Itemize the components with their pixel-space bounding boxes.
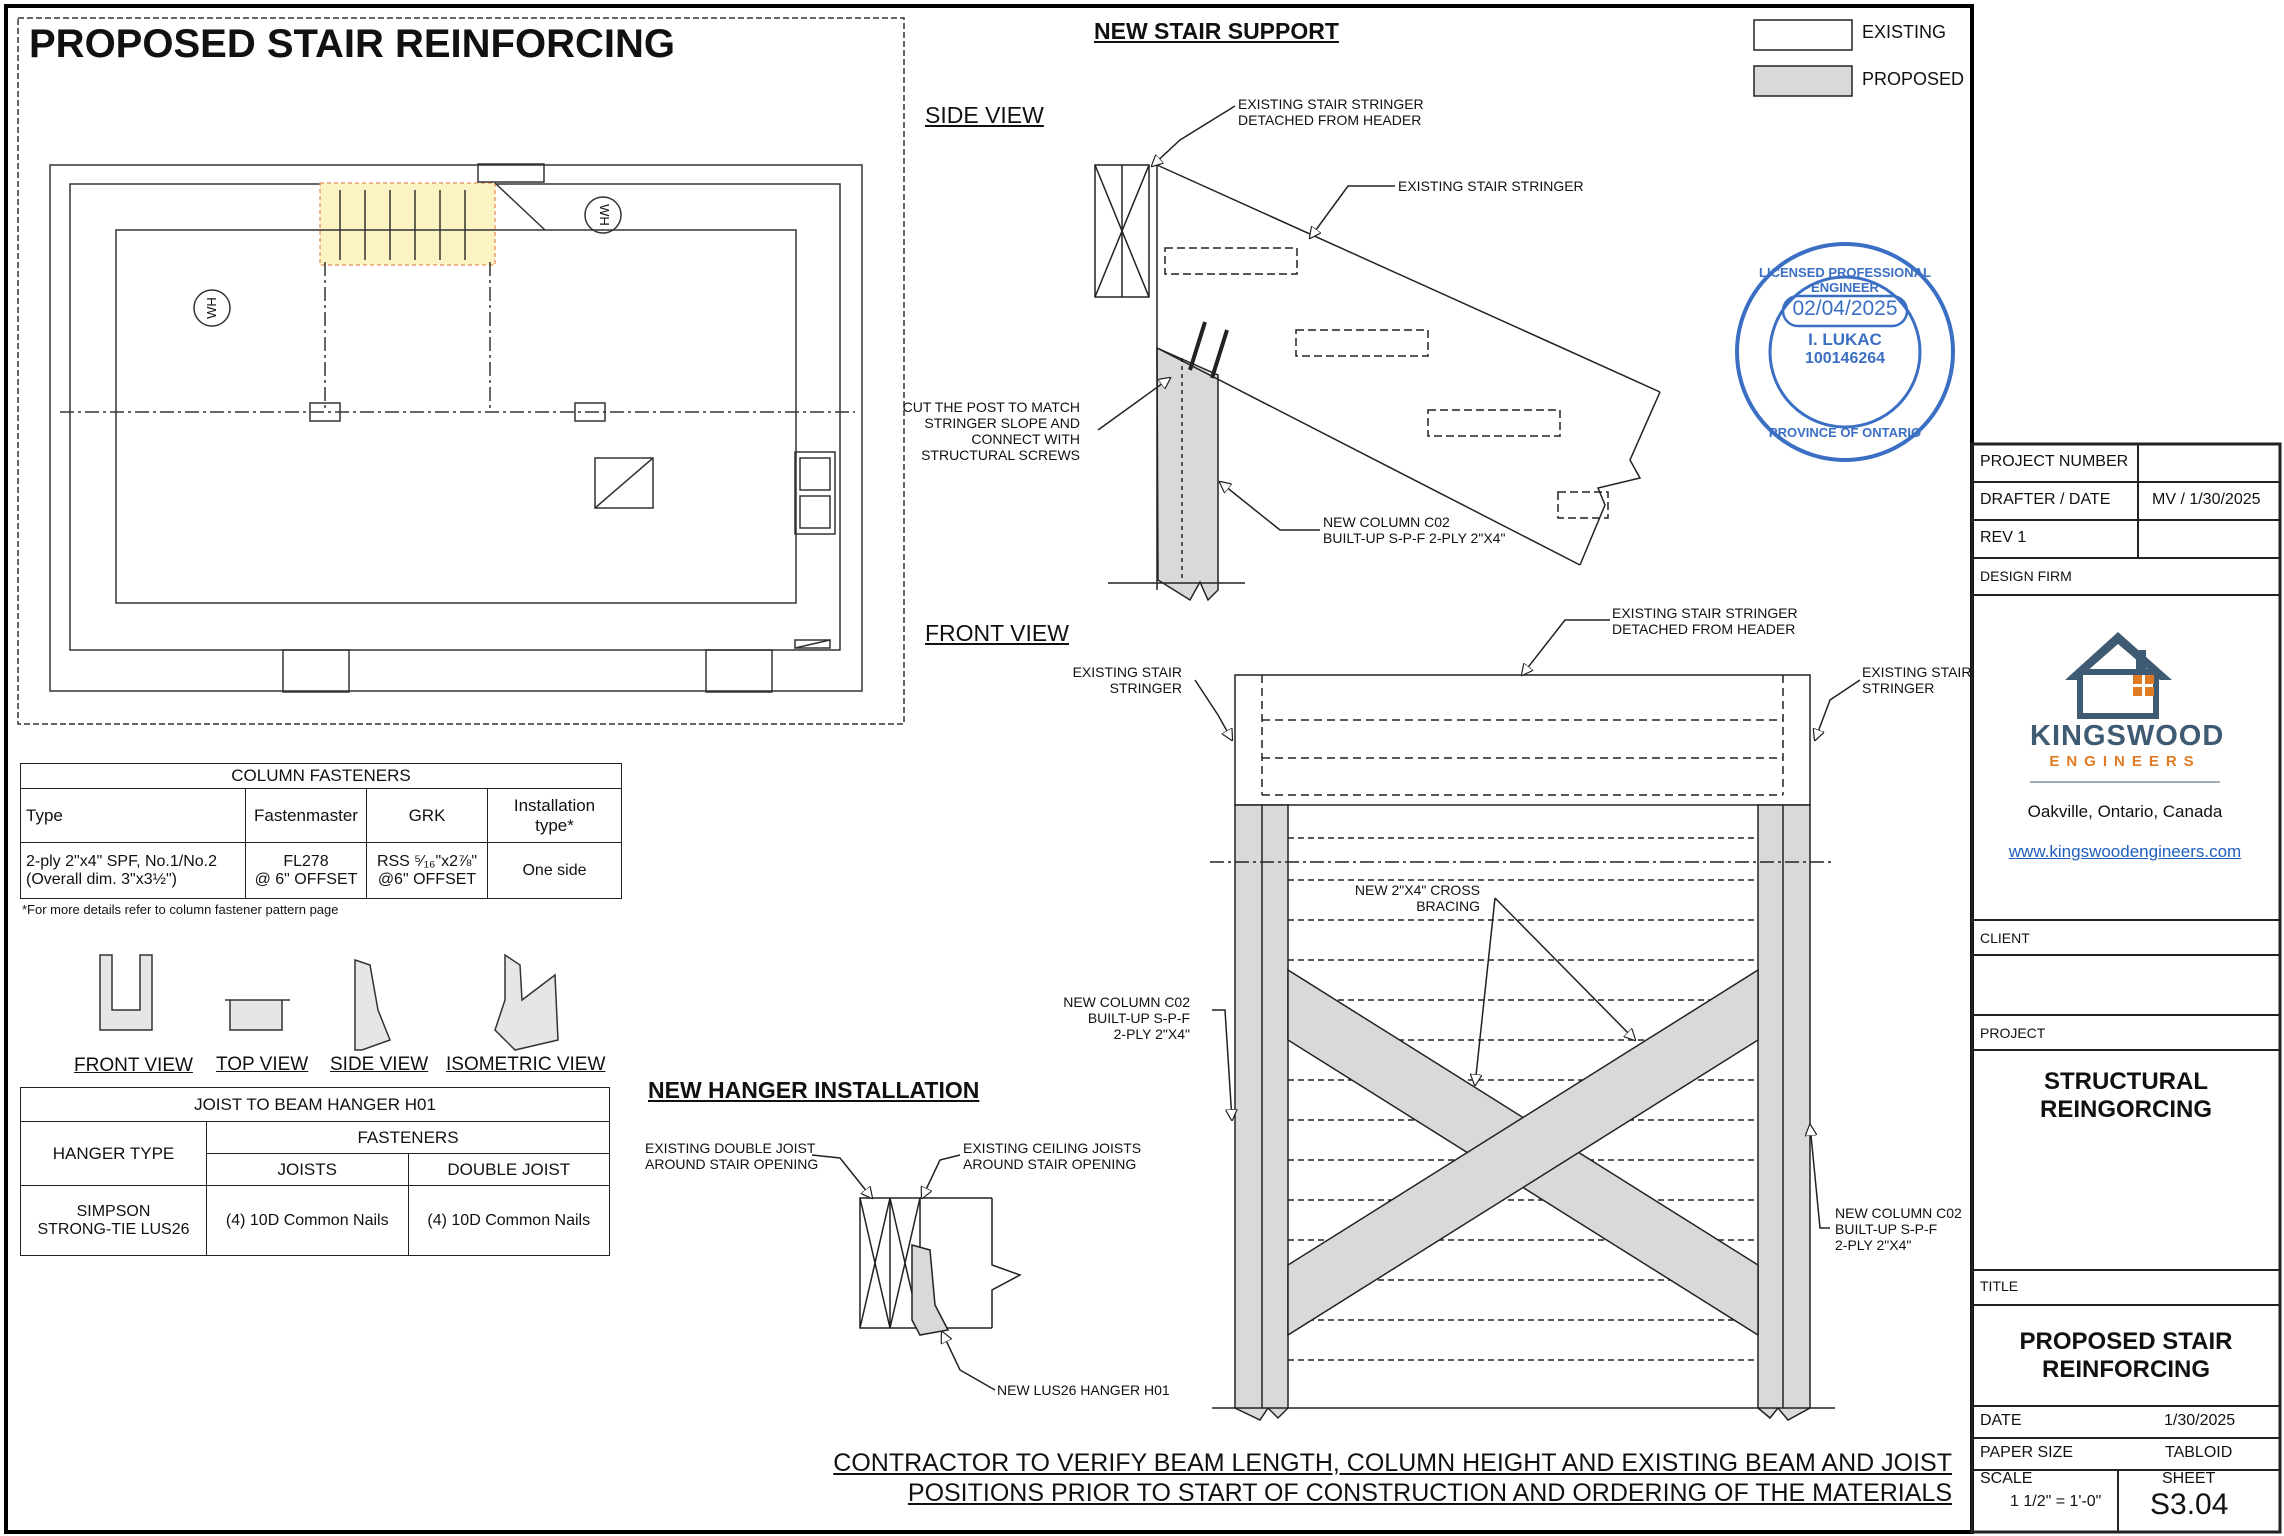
header-grk: GRK bbox=[366, 788, 488, 843]
scale-label: SCALE bbox=[1980, 1470, 2033, 1487]
date-label: DATE bbox=[1980, 1412, 2022, 1429]
scale-value: 1 1/2" = 1'-0" bbox=[2010, 1493, 2102, 1510]
column-fasteners-title: COLUMN FASTENERS bbox=[20, 763, 622, 789]
stamp-top-text: LICENSED PROFESSIONAL ENGINEER bbox=[1759, 265, 1931, 295]
stamp-date: 02/04/2025 bbox=[1792, 297, 1898, 320]
wh-label-left: WH bbox=[203, 297, 219, 319]
drafter-value: MV / 1/30/2025 bbox=[2152, 491, 2261, 508]
firm-logo bbox=[2030, 632, 2220, 783]
hanger-icons bbox=[99, 953, 559, 1051]
stamp-name: I. LUKAC bbox=[1808, 330, 1882, 349]
floor-plan bbox=[17, 17, 905, 725]
side-view-title: SIDE VIEW bbox=[925, 102, 1044, 128]
firm-website-link[interactable]: www.kingswoodengineers.com bbox=[2008, 842, 2242, 861]
side-view bbox=[1094, 105, 1661, 602]
joist-table-title: JOIST TO BEAM HANGER H01 bbox=[20, 1087, 610, 1122]
caption-top-view: TOP VIEW bbox=[216, 1054, 309, 1075]
caption-front-view: FRONT VIEW bbox=[74, 1055, 193, 1076]
label-new-hanger: NEW LUS26 HANGER H01 bbox=[997, 1382, 1170, 1398]
front-view-title: FRONT VIEW bbox=[925, 620, 1069, 646]
header-installation: Installation type* bbox=[487, 788, 622, 843]
stair-highlight bbox=[319, 182, 496, 266]
drafter-label: DRAFTER / DATE bbox=[1980, 491, 2111, 508]
header-type: Type bbox=[20, 788, 246, 843]
project-number-label: PROJECT NUMBER bbox=[1980, 453, 2129, 470]
hanger-install-drawing bbox=[811, 1154, 1022, 1391]
joists-header: JOISTS bbox=[206, 1153, 409, 1186]
engineer-stamp bbox=[1735, 242, 1955, 462]
project-label: PROJECT bbox=[1980, 1025, 2046, 1041]
cell-grk: RSS ⁵⁄₁₆"x2⅞"@6" OFFSET bbox=[366, 842, 488, 899]
cell-type: 2-ply 2"x4" SPF, No.1/No.2(Overall dim. … bbox=[20, 842, 246, 899]
title-block-lines bbox=[1970, 442, 2282, 1534]
paper-size-label: PAPER SIZE bbox=[1980, 1444, 2074, 1461]
firm-location: Oakville, Ontario, Canada bbox=[2027, 802, 2223, 821]
sheet-label: SHEET bbox=[2162, 1470, 2216, 1487]
client-label: CLIENT bbox=[1980, 930, 2030, 946]
cell-fastenmaster: FL278@ 6" OFFSET bbox=[245, 842, 367, 899]
stamp-bottom-text: PROVINCE OF ONTARIO bbox=[1768, 425, 1922, 440]
joist-hanger-table: JOIST TO BEAM HANGER H01 HANGER TYPE FAS… bbox=[20, 1087, 610, 1256]
legend-existing: EXISTING bbox=[1862, 22, 1947, 42]
caption-side-view: SIDE VIEW bbox=[330, 1054, 429, 1075]
joist-value-cell: (4) 10D Common Nails bbox=[206, 1185, 409, 1256]
sheet-number: S3.04 bbox=[2150, 1488, 2229, 1521]
label-existing-stringer: EXISTING STAIR STRINGER bbox=[1398, 178, 1584, 194]
design-firm-label: DESIGN FIRM bbox=[1980, 568, 2072, 584]
stamp-number: 100146264 bbox=[1804, 350, 1886, 367]
hanger-install-title: NEW HANGER INSTALLATION bbox=[648, 1077, 980, 1103]
front-view bbox=[1194, 619, 1861, 1421]
firm-name: KINGSWOOD bbox=[2030, 720, 2225, 752]
paper-size-value: TABLOID bbox=[2165, 1444, 2233, 1461]
caption-isometric-view: ISOMETRIC VIEW bbox=[446, 1054, 606, 1075]
double-joist-value-cell: (4) 10D Common Nails bbox=[407, 1185, 610, 1256]
rev-label: REV 1 bbox=[1980, 529, 2027, 546]
date-value: 1/30/2025 bbox=[2164, 1412, 2236, 1429]
title-label: TITLE bbox=[1980, 1278, 2019, 1294]
cell-installation: One side bbox=[487, 842, 622, 899]
wh-label-right: WH bbox=[596, 204, 612, 226]
double-joist-header: DOUBLE JOIST bbox=[407, 1153, 610, 1186]
stair-support-title: NEW STAIR SUPPORT bbox=[1094, 18, 1339, 44]
firm-sub: ENGINEERS bbox=[2049, 753, 2201, 770]
fasteners-note: *For more details refer to column fasten… bbox=[22, 902, 339, 917]
header-fastenmaster: Fastenmaster bbox=[245, 788, 367, 843]
legend-proposed: PROPOSED bbox=[1862, 69, 1965, 89]
hanger-type-header: HANGER TYPE bbox=[20, 1121, 207, 1186]
contractor-note: CONTRACTOR TO VERIFY BEAM LENGTH, COLUMN… bbox=[833, 1449, 1952, 1507]
column-fasteners-table: COLUMN FASTENERS Type Fastenmaster GRK I… bbox=[20, 763, 622, 899]
page-title: PROPOSED STAIR REINFORCING bbox=[29, 22, 675, 66]
fasteners-header: FASTENERS bbox=[206, 1121, 610, 1154]
